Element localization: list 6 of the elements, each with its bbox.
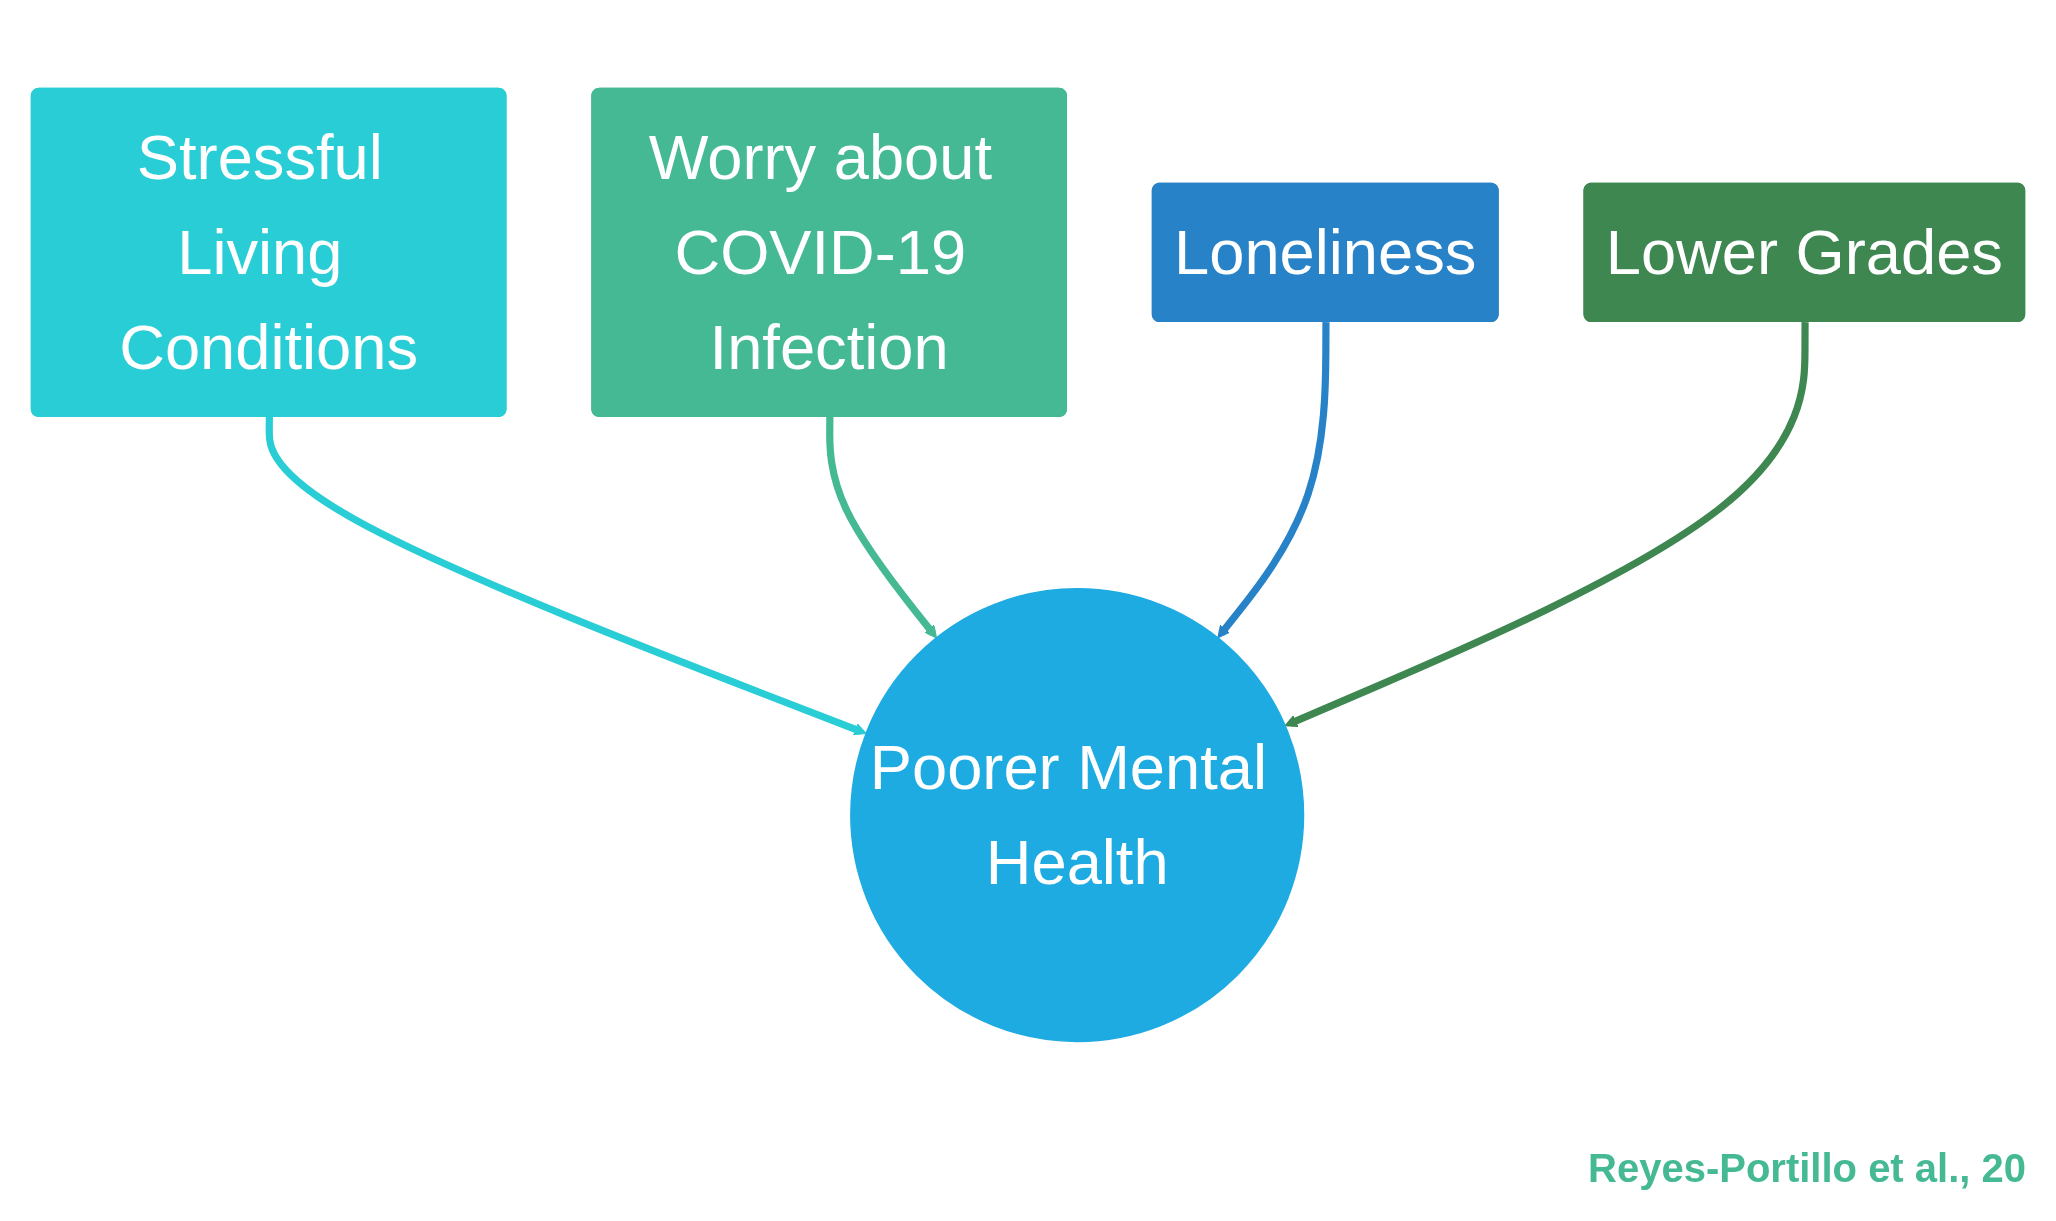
citation: Reyes-Portillo et al., 20	[1588, 1146, 2026, 1191]
arrow	[265, 416, 867, 736]
arrow	[1284, 322, 1809, 727]
arrow	[1217, 322, 1330, 639]
node-circle: Poorer Mental Health	[850, 588, 1305, 1043]
arrow	[826, 416, 938, 639]
